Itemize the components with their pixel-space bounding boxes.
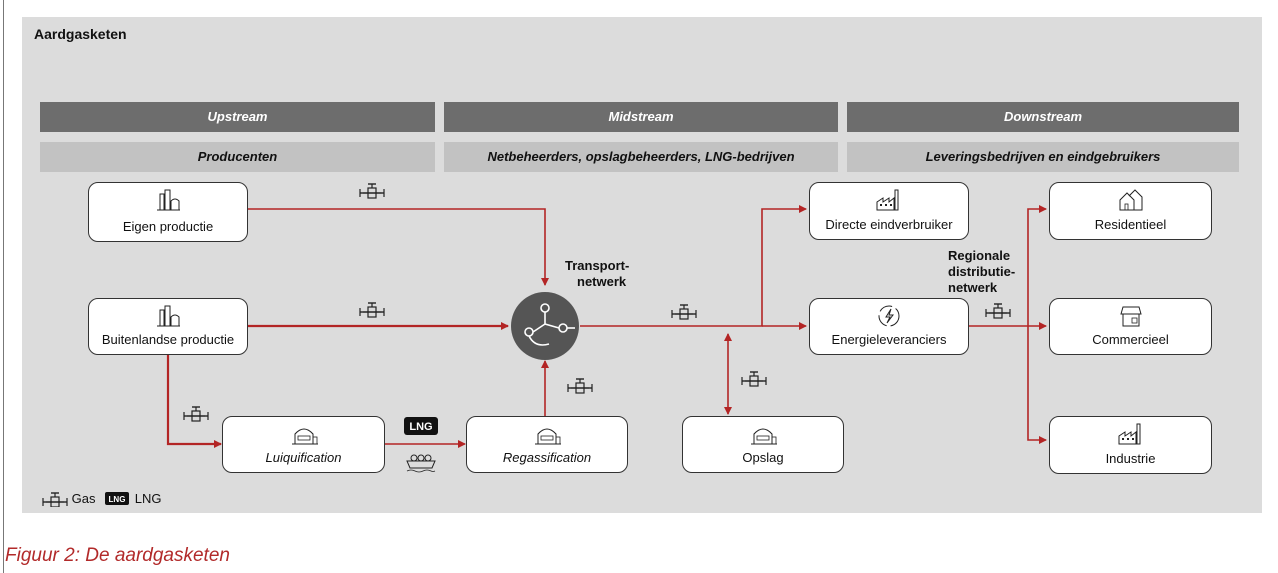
gas-valve-icon [359,302,385,318]
actors-downstream: Leveringsbedrijven en eindgebruikers [847,142,1239,172]
tanker-ship-icon [406,454,436,473]
node-label: Commercieel [1092,332,1169,347]
node-industrie: Industrie [1049,416,1212,474]
actors-midstream: Netbeheerders, opslagbeheerders, LNG-bed… [444,142,838,172]
legend-lng-label: LNG [134,491,162,507]
actors-upstream: Producenten [40,142,435,172]
gas-valve-icon [671,304,697,320]
refinery-icon [156,305,181,327]
flow-eigen-to-transport [248,208,549,286]
node-label: Luiquification [265,450,342,465]
node-label: Industrie [1105,451,1156,466]
node-label: Energieleveranciers [831,332,947,347]
lng-badge-label: LNG [409,421,432,433]
left-rule [3,0,4,573]
legend: Gas LNG LNG [42,490,162,508]
factory-icon [1118,423,1140,445]
gas-valve-icon [183,406,209,422]
node-residentieel: Residentieel [1049,182,1212,240]
gas-valve-icon [985,303,1011,319]
legend-lng-badge-text: LNG [109,495,126,504]
node-label: Residentieel [1094,217,1167,232]
diagram-title: Aardgasketen [34,26,127,42]
flow-transport-to-directe [580,205,807,327]
transport-label-line: Transport- [565,258,630,273]
node-regassification: Regassification [466,416,628,473]
flow-energie-to-industrie [1027,326,1047,444]
gas-valve-icon [359,183,385,199]
lng-badge-icon: LNG [105,491,130,505]
lng-tank-icon [534,428,561,445]
stage-midstream: Midstream [444,102,838,132]
gas-valve-icon [741,371,767,387]
node-label: Buitenlandse productie [101,332,235,347]
lng-tank-icon [750,428,777,445]
transport-network-icon [511,292,579,360]
refinery-icon [156,189,181,211]
figure-caption: Figuur 2: De aardgasketen [5,545,230,566]
node-eigen-productie: Eigen productie [88,182,248,242]
lng-tank-icon [291,428,318,445]
transport-label-line: netwerk [577,274,627,289]
energy-supplier-icon [878,305,900,327]
factory-icon [876,189,899,211]
node-commercieel: Commercieel [1049,298,1212,355]
node-energieleveranciers: Energieleveranciers [809,298,969,355]
node-label: Eigen productie [122,219,214,234]
gas-valve-icon [42,491,68,508]
node-label: Directe eindverbruiker [825,217,953,232]
node-label: Regassification [502,450,592,465]
regional-label-line: distributie- [948,264,1016,279]
transport-network-label: Transport- netwerk [565,258,629,290]
regional-label-line: Regionale [948,248,1011,263]
regional-label-line: netwerk [948,280,998,295]
legend-gas-label: Gas [71,491,96,507]
shop-icon [1120,306,1141,327]
stage-downstream: Downstream [847,102,1239,132]
flow-energie-to-residentieel [1027,205,1047,326]
flow-buitenland-to-luiquification [166,354,222,448]
node-luiquification: Luiquification [222,416,385,473]
gas-valve-icon [567,378,593,394]
node-buitenlandse-productie: Buitenlandse productie [88,298,248,355]
lng-badge-icon: LNG [404,417,438,435]
regional-network-label: Regionale distributie- netwerk [948,248,1015,296]
node-directe-eindverbruiker: Directe eindverbruiker [809,182,969,240]
houses-icon [1119,189,1142,211]
stage-upstream: Upstream [40,102,435,132]
node-label: Opslag [742,450,784,465]
node-opslag: Opslag [682,416,844,473]
